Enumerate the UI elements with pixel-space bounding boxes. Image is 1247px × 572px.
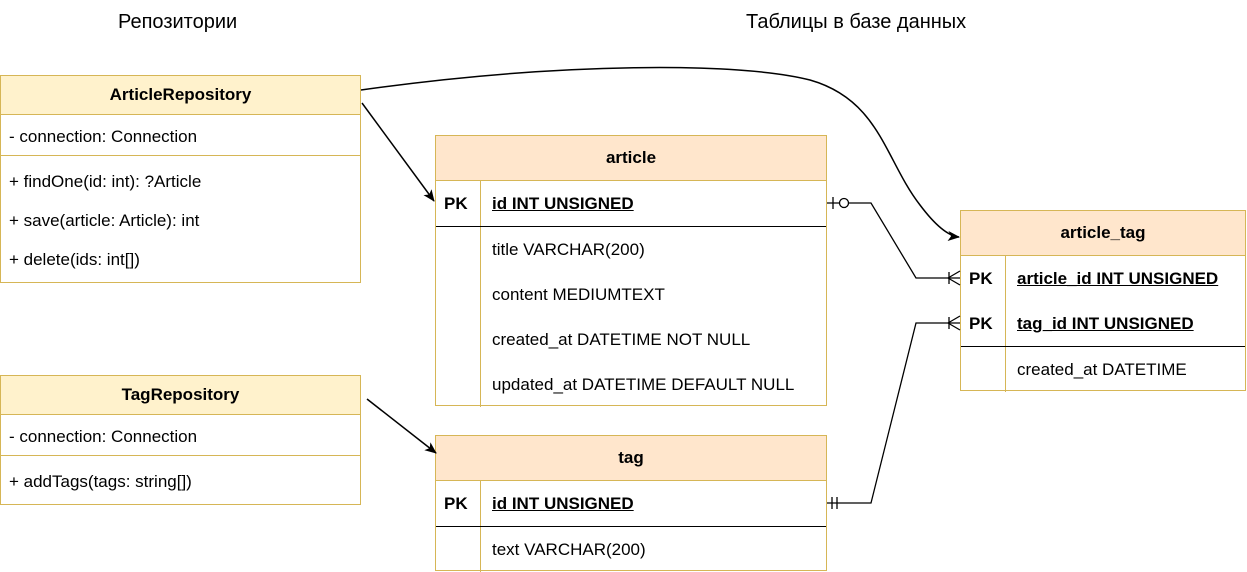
class-methods: + addTags(tags: string[]) [1,456,360,501]
class-attributes: - connection: Connection [1,415,360,456]
table-row: content MEDIUMTEXT [436,272,826,317]
class-method: + save(article: Article): int [9,211,200,230]
table-row: created_at DATETIME [961,347,1245,392]
pk-label: PK [961,301,1006,346]
table-name: article_tag [961,211,1245,256]
column: text VARCHAR(200) [492,540,646,559]
table-row: text VARCHAR(200) [436,527,826,572]
article-tag-table[interactable]: article_tag PK article_id INT UNSIGNED P… [960,210,1246,392]
class-method: + delete(ids: int[]) [9,250,140,269]
article-to-article-tag-relation [827,197,961,286]
class-methods: + findOne(id: int): ?Article + save(arti… [1,156,360,279]
article-table[interactable]: article PK id INT UNSIGNED title VARCHAR… [435,135,827,407]
table-row-pk: PK id INT UNSIGNED [436,481,826,527]
article-repository-class[interactable]: ArticleRepository - connection: Connecti… [0,75,361,283]
pk-label: PK [961,256,1006,301]
table-row-pk: PK tag_id INT UNSIGNED [961,301,1245,347]
table-name: article [436,136,826,181]
tag-table[interactable]: tag PK id INT UNSIGNED text VARCHAR(200) [435,435,827,572]
column: updated_at DATETIME DEFAULT NULL [492,375,795,394]
pk-column: id INT UNSIGNED [492,494,634,513]
pk-label: PK [436,181,481,226]
class-name: TagRepository [1,376,360,415]
tables-heading: Таблицы в базе данных [746,11,967,33]
class-name: ArticleRepository [1,76,360,115]
table-row: title VARCHAR(200) [436,227,826,272]
pk-column: id INT UNSIGNED [492,194,634,213]
column: title VARCHAR(200) [492,240,645,259]
pk-label: PK [436,481,481,526]
tag-repository-class[interactable]: TagRepository - connection: Connection +… [0,375,361,505]
table-row: updated_at DATETIME DEFAULT NULL [436,362,826,407]
pk-column: tag_id INT UNSIGNED [1017,314,1194,333]
column: content MEDIUMTEXT [492,285,665,304]
article-repository-to-article-arrow [361,102,435,202]
class-attributes: - connection: Connection [1,115,360,156]
pk-column: article_id INT UNSIGNED [1017,269,1219,288]
class-attribute: - connection: Connection [9,427,198,446]
table-name: tag [436,436,826,481]
column: created_at DATETIME NOT NULL [492,330,751,349]
tag-to-article-tag-relation [827,315,961,509]
column: created_at DATETIME [1017,360,1187,379]
class-method: + addTags(tags: string[]) [9,472,192,491]
class-method: + findOne(id: int): ?Article [9,172,202,191]
repositories-heading: Репозитории [118,11,238,33]
table-row-pk: PK id INT UNSIGNED [436,181,826,227]
class-attribute: - connection: Connection [9,127,198,146]
table-row-pk: PK article_id INT UNSIGNED [961,256,1245,301]
table-row: created_at DATETIME NOT NULL [436,317,826,362]
tag-repository-to-tag-arrow [366,398,437,454]
